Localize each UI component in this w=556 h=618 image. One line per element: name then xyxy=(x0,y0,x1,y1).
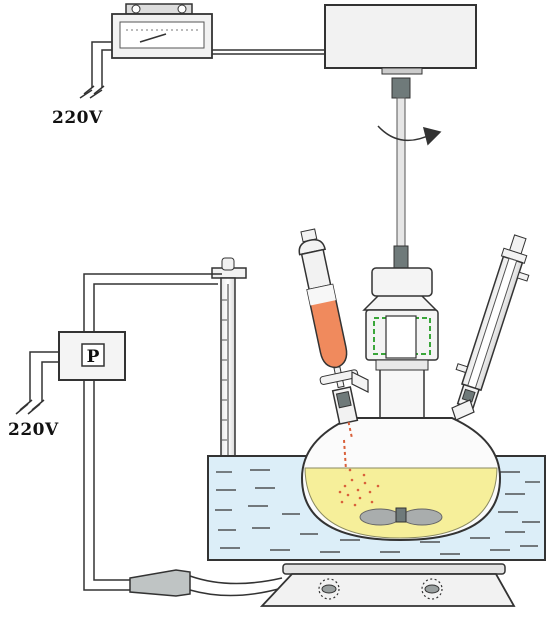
stopcock xyxy=(319,369,359,385)
dropping-funnel xyxy=(298,228,359,439)
reagent-droplets xyxy=(338,468,380,507)
rotation-arrow-icon xyxy=(377,125,442,146)
reagent-drip xyxy=(343,439,347,471)
voltage-label-left: 220V xyxy=(8,420,59,440)
controller-letter: P xyxy=(87,347,100,367)
plug-icon xyxy=(79,85,105,99)
reflux-condenser xyxy=(455,234,530,410)
speed-controller xyxy=(111,3,213,59)
stirrer-motor xyxy=(324,4,477,99)
temperature-controller: P xyxy=(58,331,126,381)
hot-plate xyxy=(259,563,516,607)
impeller-blade xyxy=(401,508,443,526)
reaction-flask xyxy=(300,367,502,542)
impeller-blade xyxy=(359,508,401,526)
hot-plate-knob xyxy=(421,578,443,600)
reaction-liquid xyxy=(304,467,498,539)
stirrer-seal xyxy=(362,267,439,371)
power-cord-top xyxy=(91,41,325,88)
hot-plate-knob xyxy=(318,578,340,600)
plug-icon xyxy=(15,399,45,415)
voltage-label-top: 220V xyxy=(52,108,103,128)
heater-cord xyxy=(129,569,283,597)
